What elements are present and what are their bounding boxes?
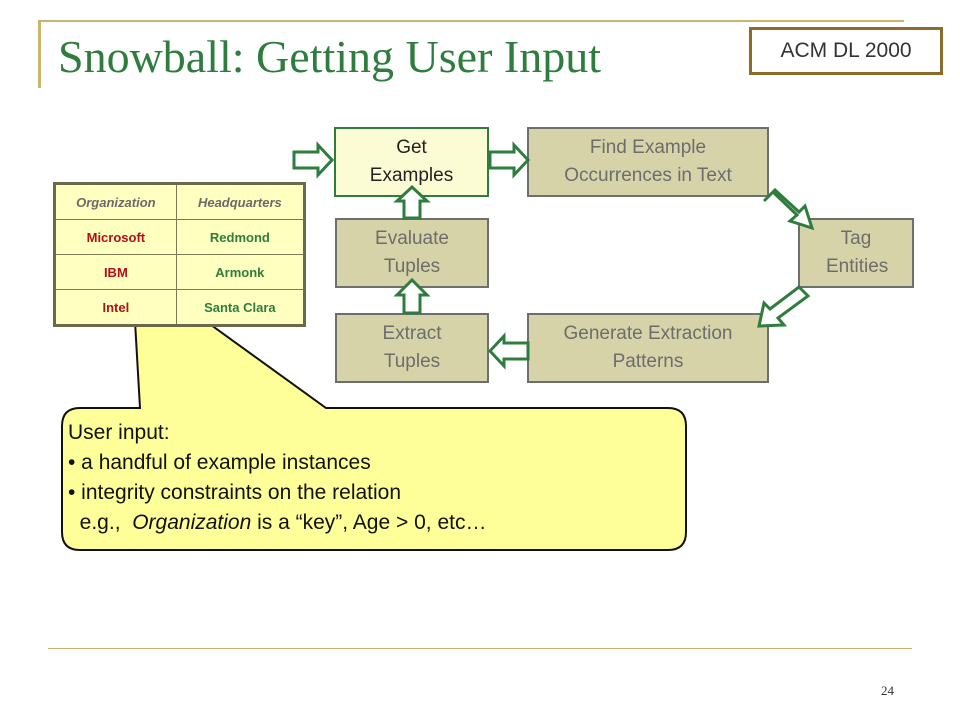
up-arrow-icon	[393, 277, 431, 315]
bottom-rule	[48, 648, 912, 649]
example-table: Organization Headquarters Microsoft Redm…	[53, 182, 306, 327]
get-examples-label: Get Examples	[369, 137, 454, 186]
tag-entities-box: Tag Entities	[798, 218, 914, 288]
extract-tuples-label: Extract Tuples	[382, 323, 442, 372]
example-suffix: is a “key”, Age > 0, etc…	[251, 511, 487, 534]
get-examples-box: Get Examples	[334, 127, 489, 197]
example-italic-term: Organization	[132, 511, 252, 534]
headquarters-cell: Santa Clara	[175, 289, 306, 326]
right-arrow-icon	[488, 141, 531, 179]
headquarters-cell: Redmond	[175, 219, 306, 255]
organization-cell: Microsoft	[54, 219, 177, 255]
callout-bullet-examples: • a handful of example instances	[68, 451, 371, 474]
generate-extraction-patterns-label: Generate Extraction Patterns	[563, 323, 733, 372]
evaluate-tuples-label: Evaluate Tuples	[375, 228, 449, 277]
table-row: Microsoft Redmond	[54, 219, 306, 255]
tag-entities-label: Tag Entities	[826, 228, 889, 277]
callout-bullet-constraints: • integrity constraints on the relation	[68, 481, 402, 504]
find-example-occurrences-label: Find Example Occurrences in Text	[564, 137, 732, 186]
diagonal-arrow-icon	[757, 285, 811, 328]
example-prefix: e.g.,	[68, 511, 133, 534]
callout-heading: User input:	[68, 421, 170, 444]
evaluate-tuples-box: Evaluate Tuples	[335, 218, 489, 288]
entry-arrow-icon	[292, 141, 335, 179]
diagonal-arrow-icon	[762, 187, 815, 231]
page-number: 24	[881, 683, 894, 698]
left-rule	[38, 20, 41, 88]
up-arrow-icon	[393, 184, 431, 220]
venue-badge: ACM DL 2000	[749, 27, 943, 75]
column-header-headquarters: Headquarters	[175, 183, 306, 220]
left-arrow-icon	[487, 332, 530, 370]
table-row: IBM Armonk	[54, 254, 306, 290]
organization-cell: Intel	[54, 289, 177, 326]
generate-extraction-patterns-box: Generate Extraction Patterns	[527, 313, 769, 383]
slide-title: Snowball: Getting User Input	[58, 31, 601, 82]
callout-example-line: e.g., Organization is a “key”, Age > 0, …	[68, 508, 487, 538]
user-input-callout: User input: • a handful of example insta…	[68, 418, 486, 538]
organization-cell: IBM	[54, 254, 177, 290]
table-row: Intel Santa Clara	[54, 289, 306, 326]
top-rule	[38, 20, 904, 22]
find-example-occurrences-box: Find Example Occurrences in Text	[527, 127, 769, 197]
extract-tuples-box: Extract Tuples	[335, 313, 489, 383]
